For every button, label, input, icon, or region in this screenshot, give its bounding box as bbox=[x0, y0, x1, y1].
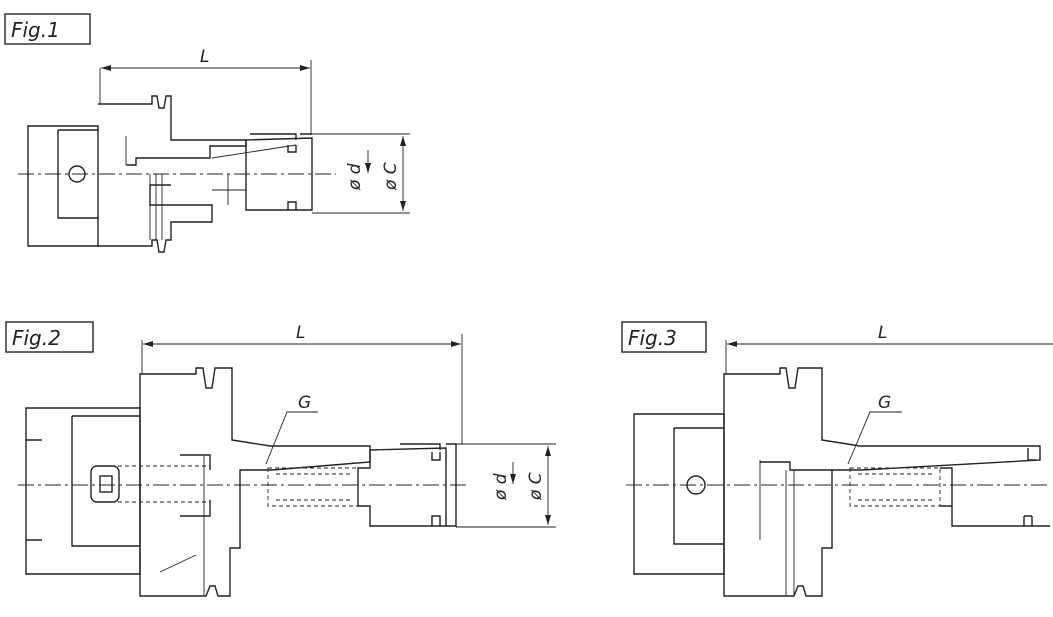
fig1-flange bbox=[98, 95, 247, 253]
fig2-C-label: ø C bbox=[526, 472, 546, 501]
fig2-d-label: ø d bbox=[491, 473, 511, 501]
fig1-nose bbox=[245, 137, 313, 211]
fig1-label-box bbox=[4, 13, 91, 45]
fig3-label-box bbox=[621, 321, 707, 353]
fig3-taper-shank bbox=[633, 413, 725, 575]
fig3-label: Fig.3 bbox=[628, 326, 677, 350]
fig1-L-label: L bbox=[200, 47, 209, 67]
fig1-d-label: ø d bbox=[345, 163, 365, 191]
fig3-set-screw bbox=[849, 467, 941, 507]
fig2-taper-shank bbox=[25, 407, 141, 575]
fig1-slot-top bbox=[287, 145, 297, 153]
figure-3: Fig.3 G L bbox=[621, 321, 1053, 597]
fig3-L-label: L bbox=[878, 323, 887, 343]
fig3-shank-inner bbox=[673, 427, 724, 545]
fig2-L-label: L bbox=[296, 323, 305, 343]
fig3-flange-step bbox=[760, 461, 832, 471]
fig2-coolant-channel bbox=[159, 554, 197, 573]
fig2-label: Fig.2 bbox=[12, 326, 61, 350]
fig2-flange-inner bbox=[180, 454, 211, 517]
fig2-nut bbox=[400, 443, 457, 527]
fig3-G-leader bbox=[847, 411, 902, 465]
fig1-drive-hole bbox=[68, 165, 86, 183]
fig1-C-label: ø C bbox=[381, 162, 401, 191]
fig2-G-leader bbox=[265, 411, 318, 465]
fig3-drive-hole bbox=[686, 475, 706, 495]
fig3-G-label: G bbox=[878, 393, 891, 413]
fig1-nut-top bbox=[250, 133, 312, 140]
fig2-shank-steps bbox=[26, 439, 42, 541]
fig2-drive-key bbox=[90, 465, 120, 503]
figure-2: Fig.2 G L ø d ø C bbox=[5, 321, 556, 597]
fig2-G-label: G bbox=[298, 393, 311, 413]
fig2-hidden-bore bbox=[118, 465, 210, 503]
fig2-shank-inner bbox=[71, 415, 140, 547]
fig3-flange bbox=[723, 367, 1041, 597]
fig1-collet-taper bbox=[211, 144, 297, 191]
fig2-flange bbox=[139, 367, 371, 597]
fig1-taper-shank bbox=[27, 125, 99, 247]
fig3-nose bbox=[940, 467, 1050, 527]
fig3-screw-thread bbox=[858, 473, 932, 501]
fig1-label: Fig.1 bbox=[11, 18, 60, 42]
figure-1: Fig.1 L ø d ø C bbox=[4, 13, 410, 253]
fig1-slot-bottom bbox=[287, 201, 297, 210]
fig2-nose bbox=[357, 447, 447, 527]
fig2-screw-thread bbox=[276, 473, 350, 501]
fig3-slot-top bbox=[1027, 448, 1036, 461]
fig2-label-box bbox=[5, 321, 94, 353]
fig3-slot-bottom bbox=[1023, 515, 1033, 526]
fig2-slot-top bbox=[431, 452, 441, 461]
fig2-slot-bottom bbox=[431, 515, 441, 526]
fig1-shank-inner bbox=[57, 129, 98, 219]
fig2-drive-key-inner bbox=[99, 475, 113, 493]
